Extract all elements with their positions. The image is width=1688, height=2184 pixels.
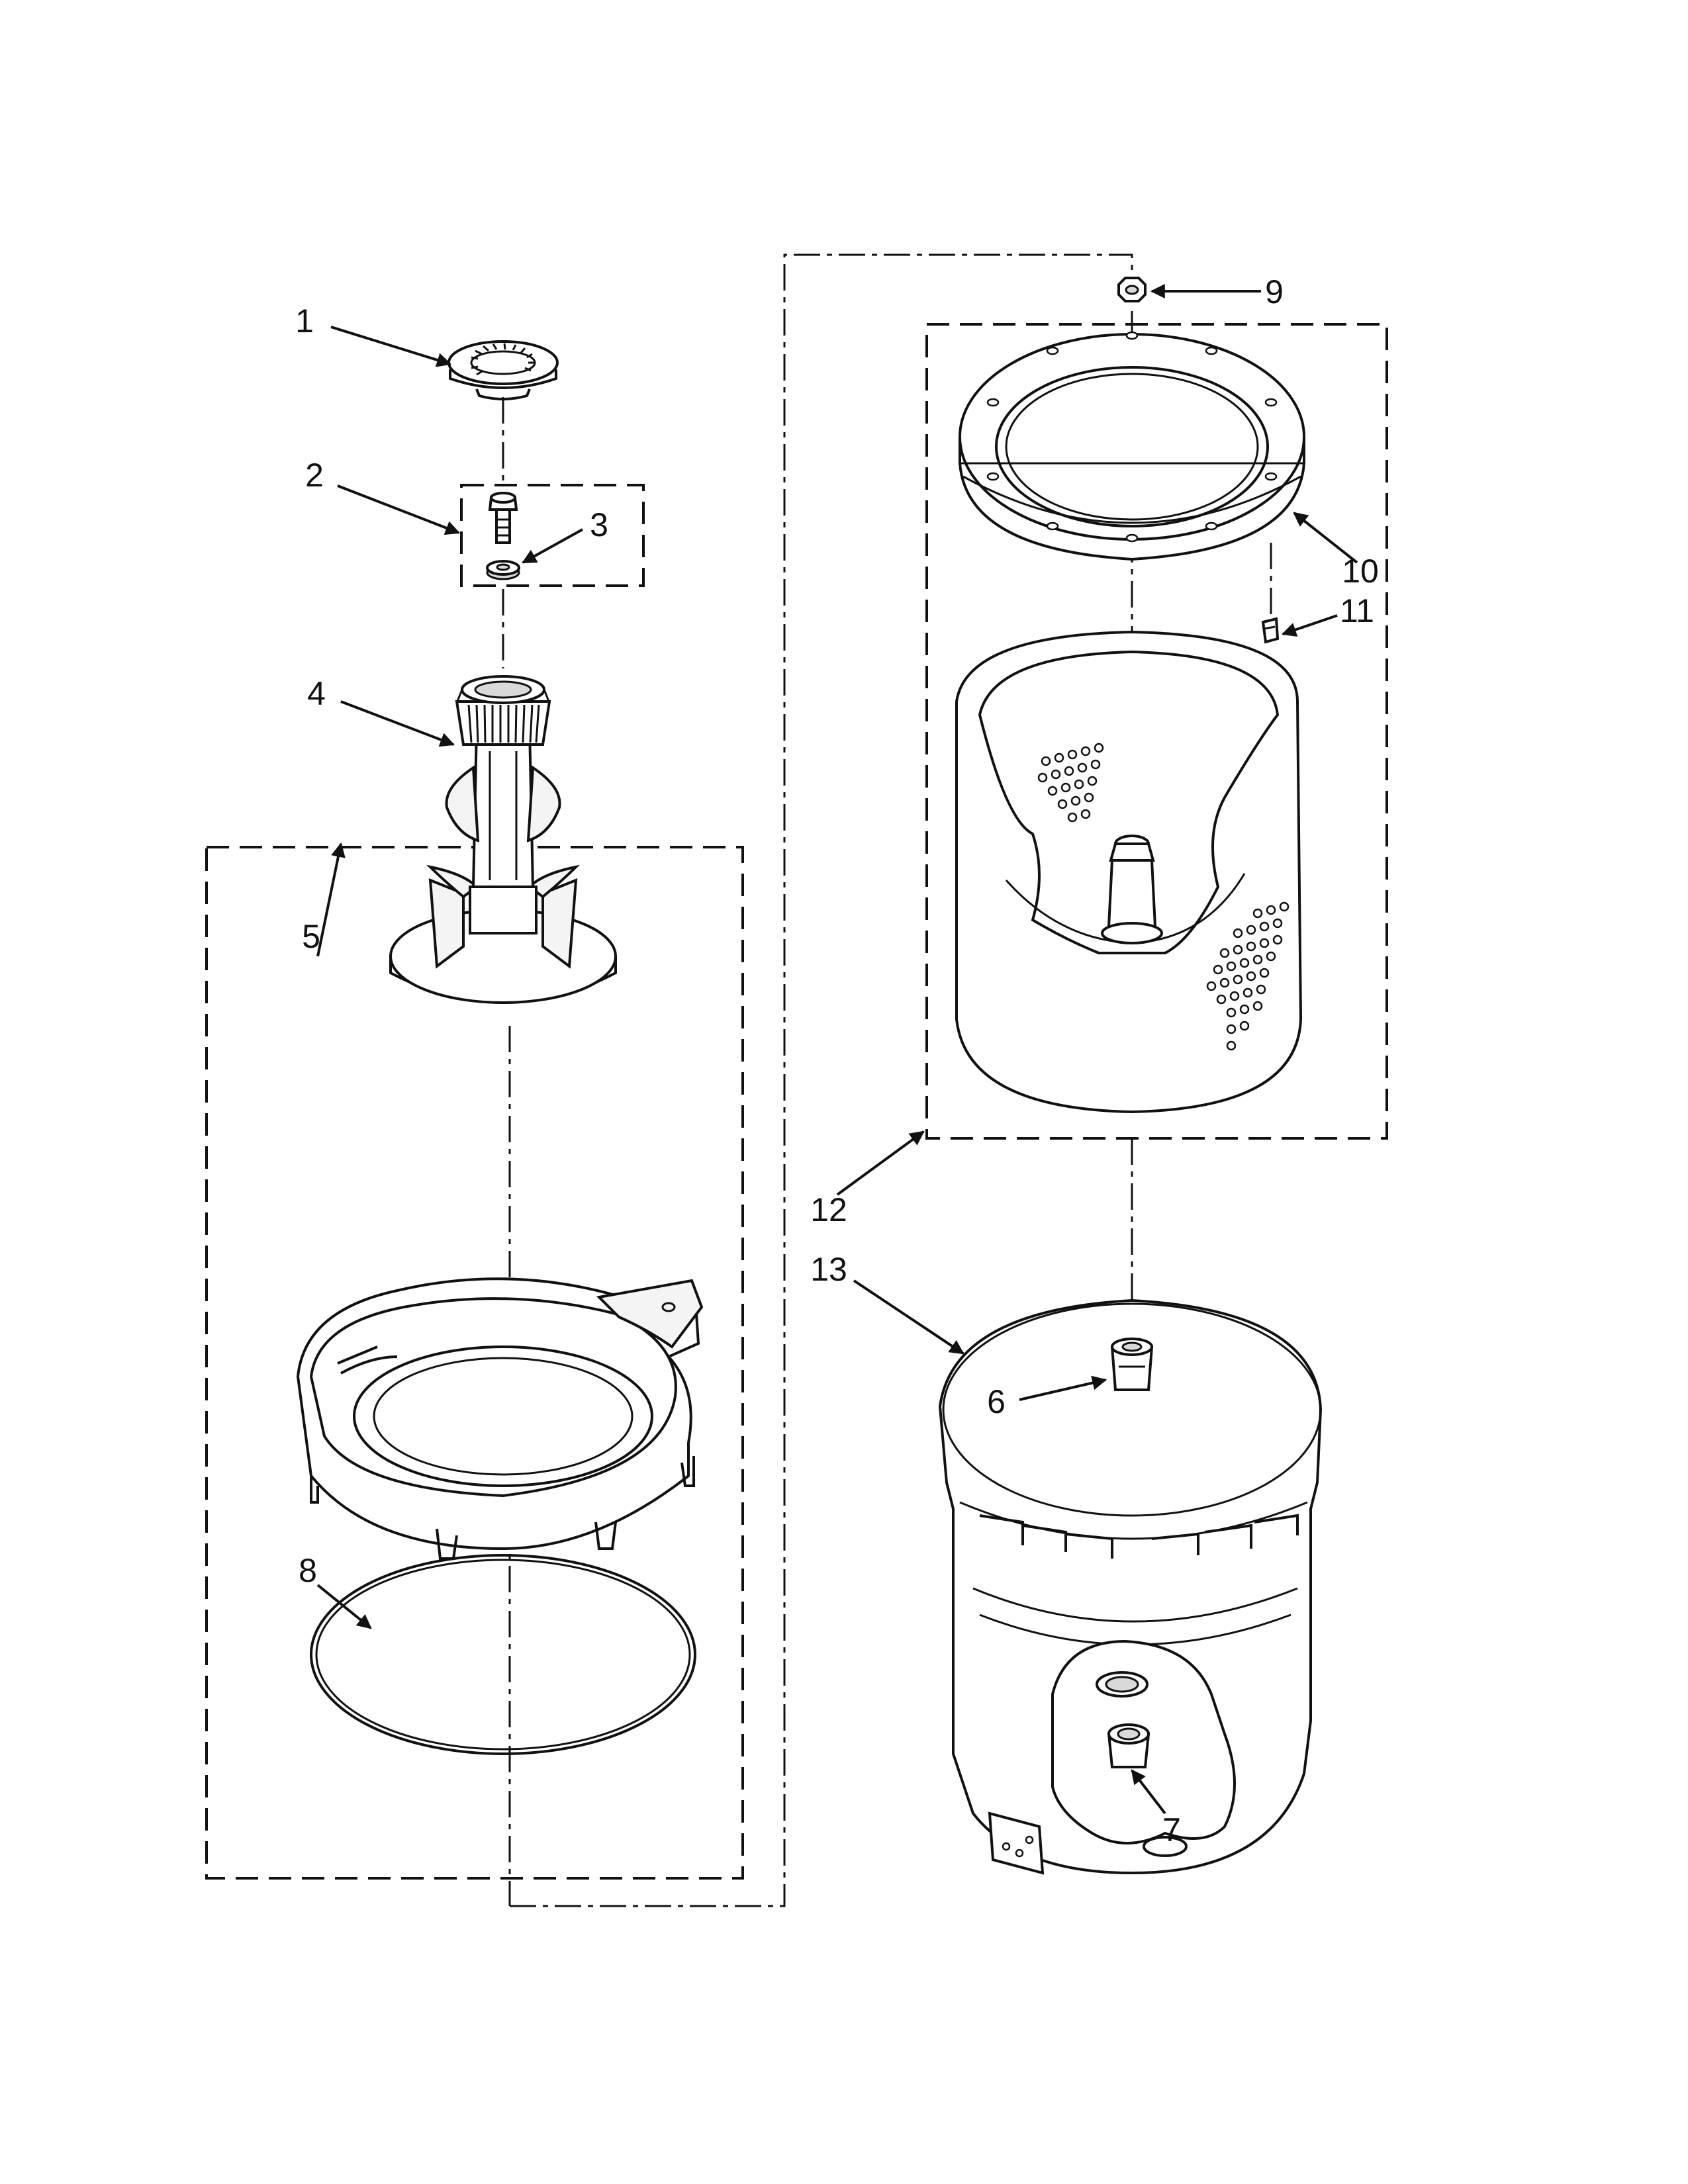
part-7-fitting	[1107, 1723, 1150, 1768]
centerline-left-assembly	[502, 397, 511, 1906]
part-9-nut	[1117, 277, 1147, 302]
callout-6: 6	[987, 1383, 1006, 1420]
callout-13: 13	[810, 1251, 847, 1288]
callout-4: 4	[307, 675, 326, 712]
callout-labels: 1 2 3 4 5 6 7 8 9 10 11 12 13	[295, 273, 1379, 1848]
group-box-2	[460, 484, 645, 587]
perforations-right	[1206, 901, 1289, 1051]
part-spin-basket	[955, 630, 1303, 1114]
part-3-washer	[486, 560, 520, 580]
callout-5: 5	[302, 918, 320, 955]
part-tub-ring	[296, 1277, 704, 1560]
callout-9: 9	[1265, 273, 1284, 310]
part-4-agitator	[389, 675, 617, 1004]
callout-2: 2	[305, 457, 324, 494]
tub-slots	[979, 1514, 1299, 1559]
callout-8: 8	[299, 1552, 317, 1589]
callout-7: 7	[1162, 1811, 1181, 1848]
callout-1: 1	[295, 302, 314, 340]
group-box-12	[925, 323, 1388, 1140]
leader-lines	[316, 284, 1358, 1815]
part-11-clip	[1261, 617, 1280, 644]
part-6-fitting	[1110, 1338, 1154, 1391]
part-13-outer-tub	[938, 1298, 1323, 1875]
part-10-balance-ring	[959, 331, 1305, 615]
callout-12: 12	[810, 1191, 847, 1228]
connector-line	[510, 253, 1133, 1907]
callout-3: 3	[590, 506, 608, 543]
callout-11: 11	[1340, 592, 1374, 629]
callout-10: 10	[1342, 553, 1379, 590]
perforations-left	[1037, 743, 1104, 823]
part-8-seal	[310, 1554, 696, 1755]
part-1-cap	[447, 340, 559, 400]
part-2-bolt	[488, 492, 518, 544]
